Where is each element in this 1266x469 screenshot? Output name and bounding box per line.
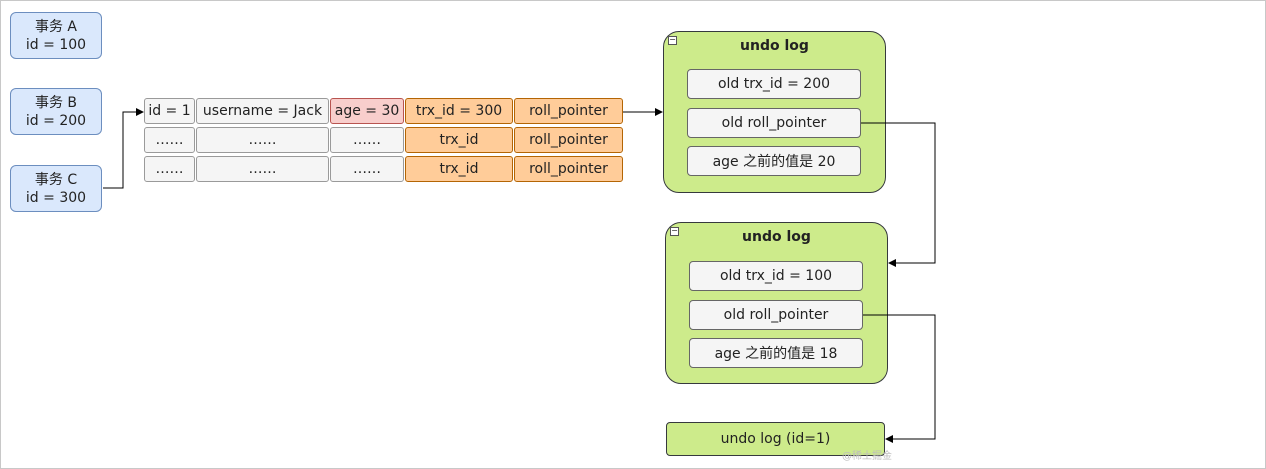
undo-log-2-old-age: age 之前的值是 18 — [689, 338, 863, 368]
cell-age: age = 30 — [330, 98, 404, 124]
undo-log-1-old-age: age 之前的值是 20 — [687, 146, 861, 176]
transaction-a-box: 事务 A id = 100 — [10, 12, 102, 59]
cell-id: id = 1 — [144, 98, 195, 124]
cell-username: username = Jack — [196, 98, 329, 124]
undo-log-2-title: undo log — [742, 229, 811, 245]
row2-cell-3: …… — [330, 127, 404, 153]
row3-cell-2: …… — [196, 156, 329, 182]
row2-cell-1: …… — [144, 127, 195, 153]
cell-trx-id: trx_id = 300 — [405, 98, 513, 124]
row3-cell-3: …… — [330, 156, 404, 182]
cell-roll-pointer: roll_pointer — [514, 98, 623, 124]
transaction-c-box: 事务 C id = 300 — [10, 165, 102, 212]
transaction-c-id: id = 300 — [25, 189, 87, 206]
undo-log-1-old-roll-pointer: old roll_pointer — [687, 108, 861, 138]
transaction-b-id: id = 200 — [25, 112, 87, 129]
row3-cell-trx-id: trx_id — [405, 156, 513, 182]
transaction-a-name: 事务 A — [34, 18, 78, 35]
undo-log-2-old-trx-id: old trx_id = 100 — [689, 261, 863, 291]
undo-log-1-old-trx-id: old trx_id = 200 — [687, 69, 861, 99]
row2-cell-roll-pointer: roll_pointer — [514, 127, 623, 153]
watermark: @稀土掘金 — [842, 451, 892, 462]
collapse-icon[interactable]: − — [668, 35, 677, 45]
transaction-a-id: id = 100 — [25, 36, 87, 53]
transaction-b-box: 事务 B id = 200 — [10, 88, 102, 135]
transaction-b-name: 事务 B — [34, 94, 78, 111]
row3-cell-roll-pointer: roll_pointer — [514, 156, 623, 182]
row2-cell-2: …… — [196, 127, 329, 153]
arrow-undo-log-2-to-final — [863, 314, 936, 443]
arrow-transaction-c-to-row — [103, 108, 144, 189]
row3-cell-1: …… — [144, 156, 195, 182]
undo-log-1-title: undo log — [740, 38, 809, 54]
arrow-undo-log-1-to-undo-log-2 — [861, 122, 936, 267]
undo-log-final-box: undo log (id=1) — [666, 422, 885, 456]
collapse-icon[interactable]: − — [670, 226, 679, 236]
row2-cell-trx-id: trx_id — [405, 127, 513, 153]
transaction-c-name: 事务 C — [34, 171, 78, 188]
undo-log-2-old-roll-pointer: old roll_pointer — [689, 300, 863, 330]
